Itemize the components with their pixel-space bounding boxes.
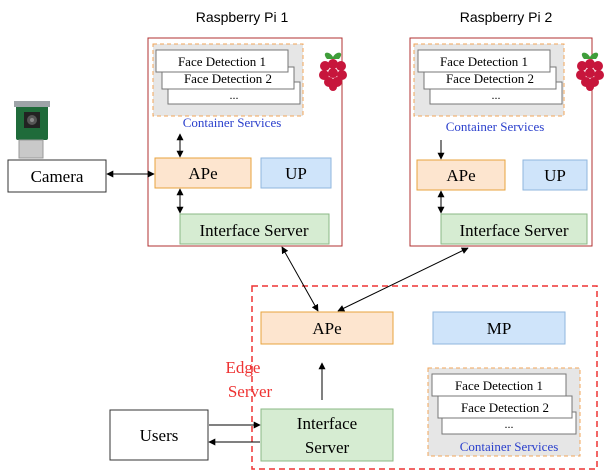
pi1-interface-label: Interface Server xyxy=(199,221,308,240)
edge-ape-label: APe xyxy=(312,319,341,338)
pi1-frame xyxy=(147,37,343,247)
pi1-ape-label: APe xyxy=(188,164,217,183)
raspberry-pi-2-logo-icon xyxy=(576,52,604,91)
pi2-interface-label: Interface Server xyxy=(459,221,568,240)
edge-service-card-1 xyxy=(431,373,567,397)
pi1-service-card-1 xyxy=(155,49,289,73)
pi1-service-2-label: Face Detection 2 xyxy=(184,71,272,86)
edge-interface-label-line1: Interface xyxy=(297,414,357,433)
pi1-container-label: Container Services xyxy=(183,115,282,130)
camera-box xyxy=(7,159,107,193)
pi2-service-2-label: Face Detection 2 xyxy=(446,71,534,86)
pi2-ape-box xyxy=(416,159,506,191)
pi1-interface-to-edge-ape-arrow xyxy=(281,246,319,312)
raspberry-pi-1-logo-icon xyxy=(319,52,347,91)
pi2-interface-to-edge-ape-arrow xyxy=(337,247,469,312)
users-box xyxy=(109,409,209,461)
users-label: Users xyxy=(140,426,179,445)
pi2-ape-label: APe xyxy=(446,166,475,185)
camera-label: Camera xyxy=(31,167,84,186)
edge-server-label-line1: Edge xyxy=(226,358,261,377)
pi2-container-services: ... Face Detection 2 Face Detection 1 xyxy=(413,43,565,117)
pi1-container-services: ... Face Detection 2 Face Detection 1 xyxy=(152,43,304,117)
pi1-up-box xyxy=(260,157,332,189)
pi1-service-1-label: Face Detection 1 xyxy=(178,54,266,69)
pi1-ape-box xyxy=(154,157,252,189)
pi1-title: Raspberry Pi 1 xyxy=(196,9,289,25)
pi1-service-3-label: ... xyxy=(230,88,239,102)
edge-mp-label: MP xyxy=(487,319,512,338)
pi2-frame xyxy=(409,37,593,247)
pi2-container-label: Container Services xyxy=(446,119,545,134)
camera-module-icon xyxy=(14,101,50,159)
edge-ape-box xyxy=(260,311,394,345)
edge-service-1-label: Face Detection 1 xyxy=(455,378,543,393)
pi2-title: Raspberry Pi 2 xyxy=(460,9,553,25)
pi2-up-label: UP xyxy=(544,166,566,185)
edge-server-label-line2: Server xyxy=(228,382,273,401)
edge-container-label: Container Services xyxy=(460,439,559,454)
edge-container-services: ... Face Detection 2 Face Detection 1 xyxy=(427,367,581,457)
pi2-interface-box xyxy=(440,213,588,245)
edge-interface-box xyxy=(260,408,394,462)
edge-service-3-label: ... xyxy=(505,417,514,431)
pi2-service-card-1 xyxy=(417,49,551,73)
pi2-service-1-label: Face Detection 1 xyxy=(440,54,528,69)
edge-mp-box xyxy=(432,311,566,345)
pi2-up-box xyxy=(522,159,588,191)
edge-interface-label-line2: Server xyxy=(305,438,350,457)
pi1-interface-box xyxy=(179,213,330,245)
pi2-service-3-label: ... xyxy=(492,88,501,102)
pi1-up-label: UP xyxy=(285,164,307,183)
edge-service-2-label: Face Detection 2 xyxy=(461,400,549,415)
